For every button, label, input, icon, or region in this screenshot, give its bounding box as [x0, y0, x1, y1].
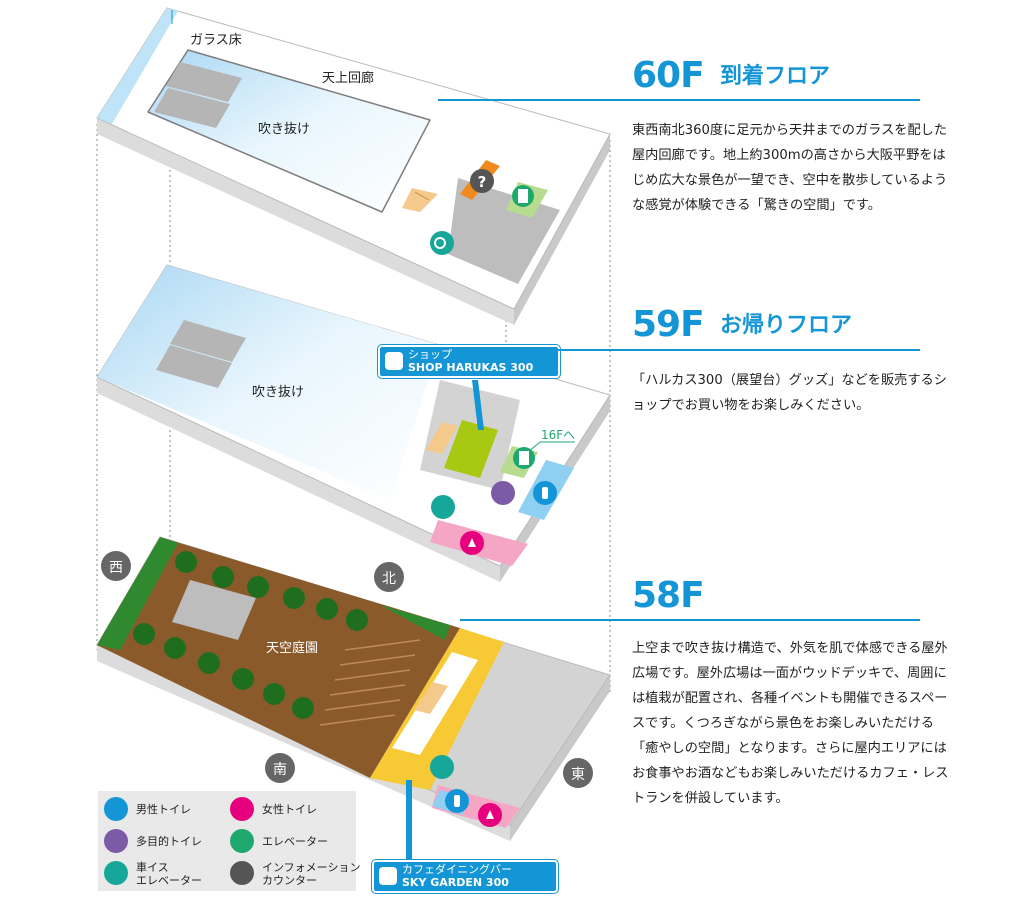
label-atrium-59: 吹き抜け [252, 384, 304, 400]
floor-58-number: 58F [632, 575, 705, 616]
label-to-16f: 16Fへ [541, 428, 575, 442]
information-icon [470, 169, 494, 193]
shop-callout: ショップ SHOP HARUKAS 300 [377, 344, 561, 379]
wheelchair-elevator-icon [104, 861, 128, 885]
floor-59-description: 「ハルカス300（展望台）グッズ」などを販売するショップでお買い物をお楽しみくだ… [632, 373, 947, 413]
female-toilet-icon [230, 797, 254, 821]
floor-58-plate [96, 536, 611, 862]
floor-59-number: 59F [632, 304, 705, 345]
legend: 男性トイレ 女性トイレ 多目的トイレ エレベーター 車イス エレベーター インフ… [98, 791, 360, 891]
label-glass-floor: ガラス床 [190, 33, 242, 48]
cafe-icon [379, 867, 397, 885]
floor-59-rule [540, 349, 920, 351]
compass-west: 西 [101, 551, 131, 581]
floor-60-number: 60F [632, 55, 705, 96]
male-toilet-icon [104, 797, 128, 821]
label-corridor: 天上回廊 [322, 70, 374, 86]
svg-text:南: 南 [273, 762, 287, 778]
floor-58-rule [460, 619, 920, 621]
compass-north: 北 [374, 562, 404, 592]
floor-60-description: 東西南北360度に足元から天井までのガラスを配した屋内回廊です。地上約300mの… [632, 123, 948, 213]
shop-bag-icon [385, 352, 403, 370]
svg-text:東: 東 [571, 767, 585, 783]
floor-60-plate: ? [96, 7, 611, 325]
cafe-label-en: SKY GARDEN 300 [402, 876, 509, 889]
wheelchair-elevator-icon-58 [430, 755, 454, 779]
label-garden: 天空庭園 [266, 640, 318, 656]
compass-east: 東 [563, 758, 593, 788]
multipurpose-toilet-icon [104, 829, 128, 853]
shop-label-en: SHOP HARUKAS 300 [408, 361, 534, 374]
wheelchair-elevator-icon-59 [431, 495, 455, 519]
floor-58-heading: 58F [628, 576, 918, 616]
multipurpose-toilet-icon-59 [491, 481, 515, 505]
floor-59-name: お帰りフロア [720, 313, 853, 338]
floor-59-heading: 59F お帰りフロア [628, 305, 918, 345]
trees [133, 551, 368, 719]
floor-60-rule [438, 99, 920, 101]
svg-text:?: ? [478, 173, 487, 191]
floor-58-description: 上空まで吹き抜け構造で、外気を肌で体感できる屋外広場です。屋外広場は一面がウッド… [632, 641, 949, 806]
elevator-icon [230, 829, 254, 853]
information-icon [230, 861, 254, 885]
floor-60-heading: 60F 到着フロア [628, 56, 918, 96]
floor-60-name: 到着フロア [720, 64, 831, 89]
shop-label-ja: ショップ [408, 348, 452, 361]
compass-south: 南 [265, 753, 295, 783]
floor-59-plate [96, 264, 611, 582]
svg-text:北: 北 [382, 571, 396, 587]
svg-text:西: 西 [109, 560, 123, 576]
cafe-callout: カフェダイニングバー SKY GARDEN 300 [371, 859, 559, 894]
wheelchair-elevator-icon [430, 231, 454, 255]
cafe-label-ja: カフェダイニングバー [402, 863, 512, 876]
deck-steps [319, 639, 421, 726]
label-atrium-60: 吹き抜け [258, 121, 310, 137]
